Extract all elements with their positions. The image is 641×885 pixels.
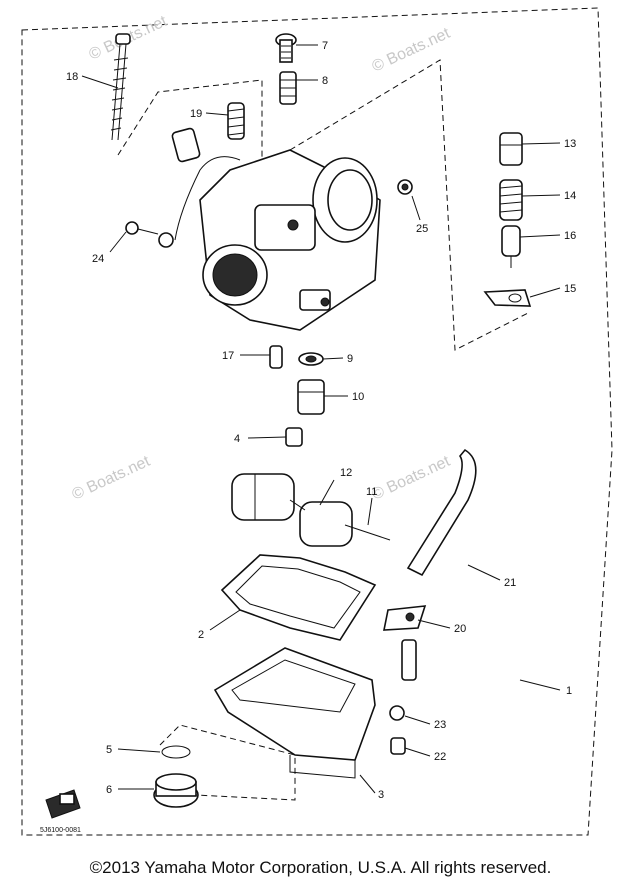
part-5-o-ring: [161, 745, 191, 759]
part-19-spring: [227, 102, 245, 140]
part-17-jet: [269, 345, 283, 369]
watermark: © Boats.net: [70, 453, 154, 504]
part-6-plug: [153, 773, 199, 808]
drawing-code: 5J6100-0081: [40, 827, 81, 834]
callout-12: 12: [340, 467, 352, 479]
callout-15: 15: [564, 283, 576, 295]
part-2-gasket: [220, 554, 377, 641]
callout-5: 5: [106, 744, 112, 756]
callout-16: 16: [564, 230, 576, 242]
part-18-screw: [110, 33, 131, 141]
part-20-clamp: [383, 605, 427, 681]
callout-11: 11: [366, 486, 377, 498]
callout-18: 18: [66, 71, 78, 83]
part-21-hose: [406, 448, 477, 577]
part-23-washer: [389, 705, 405, 721]
part-24-screw: [125, 221, 159, 235]
leader-bracket: [159, 724, 296, 801]
callout-8: 8: [322, 75, 328, 87]
part-7-screw: [275, 33, 297, 63]
part-12-float: [231, 473, 353, 547]
callout-7: 7: [322, 40, 328, 52]
callout-22: 22: [434, 751, 446, 763]
part-16-needle-holder: [501, 225, 521, 268]
callout-9: 9: [347, 353, 353, 365]
part-14-spring: [499, 179, 523, 221]
callout-14: 14: [564, 190, 576, 202]
copyright-notice: ©2013 Yamaha Motor Corporation, U.S.A. A…: [89, 858, 552, 877]
part-11-pin: [344, 524, 391, 541]
callout-6: 6: [106, 784, 112, 796]
reference-tag-icon: [45, 789, 81, 819]
carburetor-body: [158, 127, 381, 331]
callout-20: 20: [454, 623, 466, 635]
callout-23: 23: [434, 719, 446, 731]
leader-bracket: [289, 59, 531, 351]
callout-4: 4: [234, 433, 240, 445]
callout-19: 19: [190, 108, 202, 120]
watermark: © Boats.net: [370, 453, 454, 504]
assembly-boundary: [21, 7, 613, 836]
callout-24: 24: [92, 253, 104, 265]
leader-lines: [81, 44, 561, 794]
part-4-main-jet: [285, 427, 303, 447]
callout-1: 1: [566, 685, 572, 697]
part-10-holder: [297, 379, 325, 415]
part-25-screw: [397, 179, 413, 195]
callout-13: 13: [564, 138, 576, 150]
callout-2: 2: [198, 629, 204, 641]
part-13-cap: [499, 132, 523, 166]
part-8-jet: [279, 71, 297, 105]
part-15-plate: [483, 289, 532, 307]
callout-3: 3: [378, 789, 384, 801]
part-9-washer: [298, 352, 324, 366]
callout-10: 10: [352, 391, 364, 403]
part-3-float-bowl: [213, 647, 376, 779]
callout-25: 25: [416, 223, 428, 235]
callout-21: 21: [504, 577, 516, 589]
part-22-screw: [390, 737, 406, 755]
callout-17: 17: [222, 350, 234, 362]
